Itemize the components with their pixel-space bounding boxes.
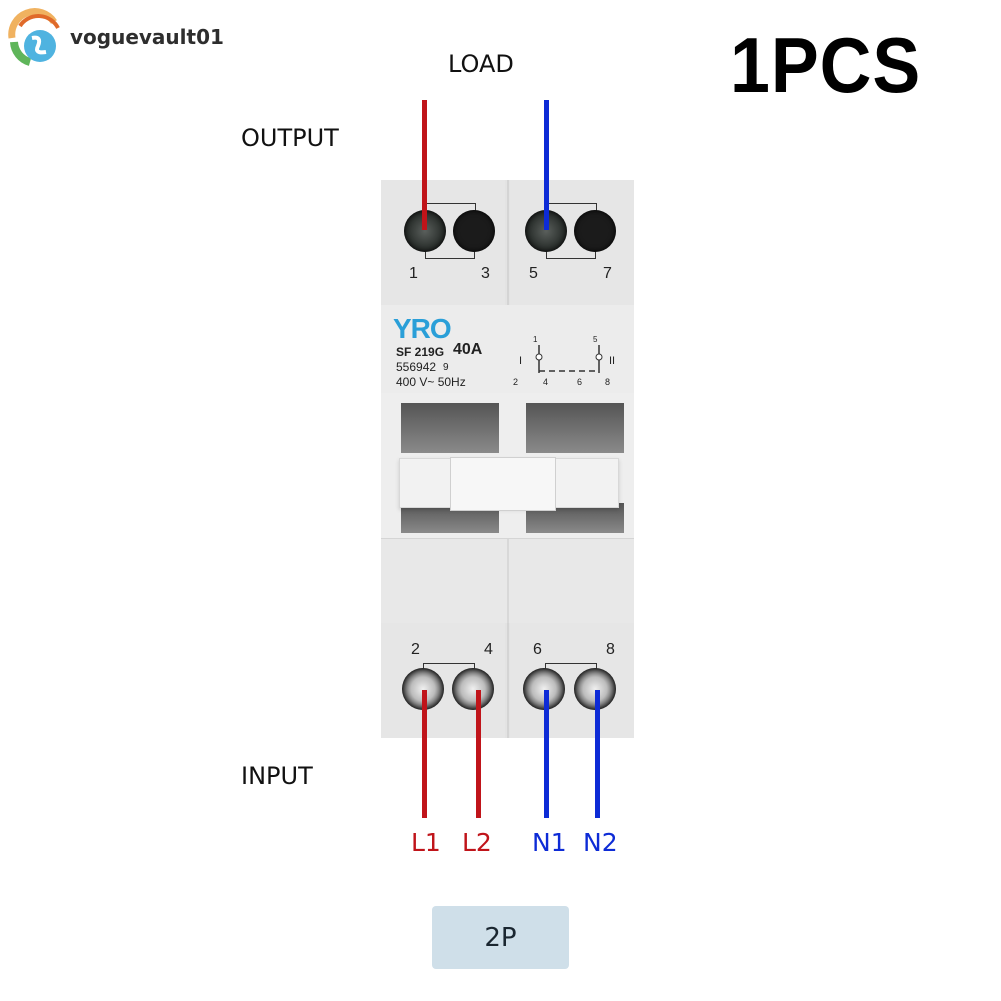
load-line-wire [422,100,427,230]
terminal-number: 7 [603,265,612,282]
pole-badge-label: 2P [484,922,517,953]
load-neutral-wire [544,100,549,230]
position-1-label: I [519,355,523,367]
input-n2-wire [595,690,600,818]
diagram-pin: 2 [513,377,519,387]
terminal-number: 6 [533,641,542,658]
terminal-4-screw [452,668,494,710]
swirl-logo-icon [8,8,60,66]
device-brand-logo: YRO [393,313,452,344]
phase-label-n2: N2 [583,828,618,857]
handle-grip[interactable] [450,457,556,511]
brand-watermark: voguevault01 [6,8,224,66]
serial-suffix: 9 [443,362,449,373]
diagram-pin: 6 [577,377,583,387]
serial-number: 556942 [396,360,437,374]
top-terminal-block: 1 3 5 7 [381,180,634,306]
diagram-pin: 8 [605,377,611,387]
model-number: SF 219G [396,345,445,359]
terminal-3-hole [453,210,495,252]
voltage-rating: 400 V~ 50Hz [396,375,466,389]
pole-badge: 2P [432,906,569,969]
spec-label-panel: YRO SF 219G 40A 556942 9 400 V~ 50Hz I I… [381,305,634,393]
input-l1-wire [422,690,427,818]
toggle-area [381,393,634,538]
diagram-pin: 5 [593,335,598,344]
switch-handle[interactable] [399,457,619,511]
terminal-number: 3 [481,265,490,282]
phase-label-l2: L2 [462,828,492,857]
input-label: INPUT [241,762,313,790]
output-label: OUTPUT [241,124,339,152]
changeover-switch: 1 3 5 7 YRO SF 219G 40A 556942 9 400 V~ … [381,180,634,738]
terminal-number: 5 [529,265,538,282]
input-n1-wire [544,690,549,818]
terminal-7-hole [574,210,616,252]
diagram-pin: 4 [543,377,549,387]
brand-name: voguevault01 [70,25,224,49]
phase-label-l1: L1 [411,828,441,857]
terminal-number: 2 [411,641,420,658]
terminal-number: 8 [606,641,615,658]
switching-diagram-icon [535,345,603,373]
lower-housing [381,538,634,624]
position-2-label: II [609,355,616,367]
input-l2-wire [476,690,481,818]
load-label: LOAD [448,50,514,78]
quantity-label: 1PCS [730,21,922,109]
terminal-number: 1 [409,265,418,282]
current-rating: 40A [453,341,483,358]
phase-label-n1: N1 [532,828,567,857]
terminal-number: 4 [484,641,493,658]
diagram-pin: 1 [533,335,538,344]
